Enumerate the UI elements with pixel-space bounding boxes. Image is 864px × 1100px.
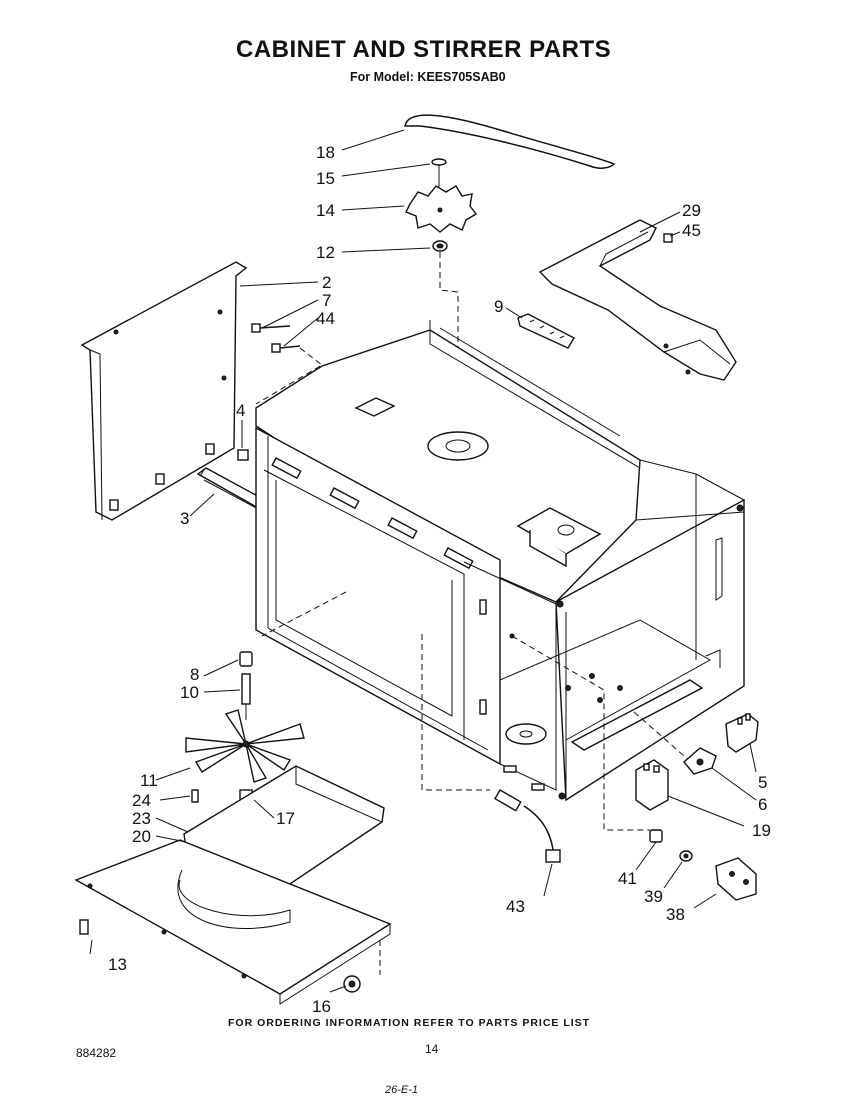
fuse-guide-line xyxy=(511,635,650,831)
document-number: 884282 xyxy=(76,1046,117,1060)
callout-19: 19 xyxy=(752,821,771,840)
part-4-nut xyxy=(237,449,249,461)
part-38-bracket xyxy=(715,857,757,901)
page-title: CABINET AND STIRRER PARTS xyxy=(236,36,612,63)
callout-17: 17 xyxy=(276,809,295,828)
handwritten-note: 26-E-1 xyxy=(385,1084,419,1096)
callout-8: 8 xyxy=(190,665,199,684)
part-2-side-panel xyxy=(80,261,248,521)
callout-3: 3 xyxy=(180,509,189,528)
callout-18: 18 xyxy=(316,143,335,162)
part-29-duct xyxy=(538,219,737,381)
callout-23: 23 xyxy=(132,809,151,828)
callout-11: 11 xyxy=(140,771,158,790)
callout-20: 20 xyxy=(132,827,151,846)
callout-6: 6 xyxy=(758,795,767,814)
callout-44: 44 xyxy=(316,309,335,328)
part-19-fuse-holder xyxy=(635,759,669,811)
part-6-thermostat xyxy=(683,747,717,775)
part-14-stirrer-blade xyxy=(405,185,478,233)
part-10-shaft xyxy=(241,673,251,720)
part-43-lamp xyxy=(494,789,561,863)
callout-12: 12 xyxy=(316,243,335,262)
part-9-connector xyxy=(517,313,575,349)
part-20-base-plate xyxy=(74,839,392,1005)
part-18-strip xyxy=(404,114,616,169)
part-39-washer xyxy=(679,850,693,862)
ordering-info-note: FOR ORDERING INFORMATION REFER TO PARTS … xyxy=(228,1017,591,1029)
callout-16: 16 xyxy=(312,997,331,1016)
part-45-screw xyxy=(663,233,673,243)
callout-14: 14 xyxy=(316,201,335,220)
part-5-switch xyxy=(725,713,759,753)
callout-41: 41 xyxy=(618,869,637,888)
callout-45: 45 xyxy=(682,221,701,240)
part-41-nut xyxy=(649,829,663,843)
part-12-washer xyxy=(432,240,448,252)
callout-4: 4 xyxy=(236,401,245,420)
callout-9: 9 xyxy=(494,297,503,316)
leader-lines xyxy=(89,129,757,993)
callout-2: 2 xyxy=(322,273,331,292)
callout-43: 43 xyxy=(506,897,525,916)
part-7-screw xyxy=(251,323,291,333)
callout-24: 24 xyxy=(132,791,151,810)
callout-29: 29 xyxy=(682,201,701,220)
part-11-fan-blade xyxy=(185,709,305,783)
cabinet-frame xyxy=(255,320,745,802)
callout-5: 5 xyxy=(758,773,767,792)
part-44-screw xyxy=(271,343,301,353)
page-number: 14 xyxy=(425,1042,439,1056)
part-15-clip xyxy=(431,158,447,188)
callout-7: 7 xyxy=(322,291,331,310)
model-subtitle: For Model: KEES705SAB0 xyxy=(350,70,506,84)
callout-15: 15 xyxy=(316,169,335,188)
callout-38: 38 xyxy=(666,905,685,924)
callout-10: 10 xyxy=(180,683,199,702)
part-8-bushing xyxy=(239,651,253,667)
door-guide-line xyxy=(261,591,347,637)
callout-13: 13 xyxy=(108,955,127,974)
part-24-screw xyxy=(191,789,199,803)
part-13-screw xyxy=(79,919,89,935)
callout-labels: 18 15 14 12 2 7 44 4 3 9 29 45 8 10 11 2… xyxy=(108,143,771,1016)
callout-39: 39 xyxy=(644,887,663,906)
lamp-guide-line xyxy=(421,634,490,791)
part-16-foot xyxy=(343,975,361,993)
